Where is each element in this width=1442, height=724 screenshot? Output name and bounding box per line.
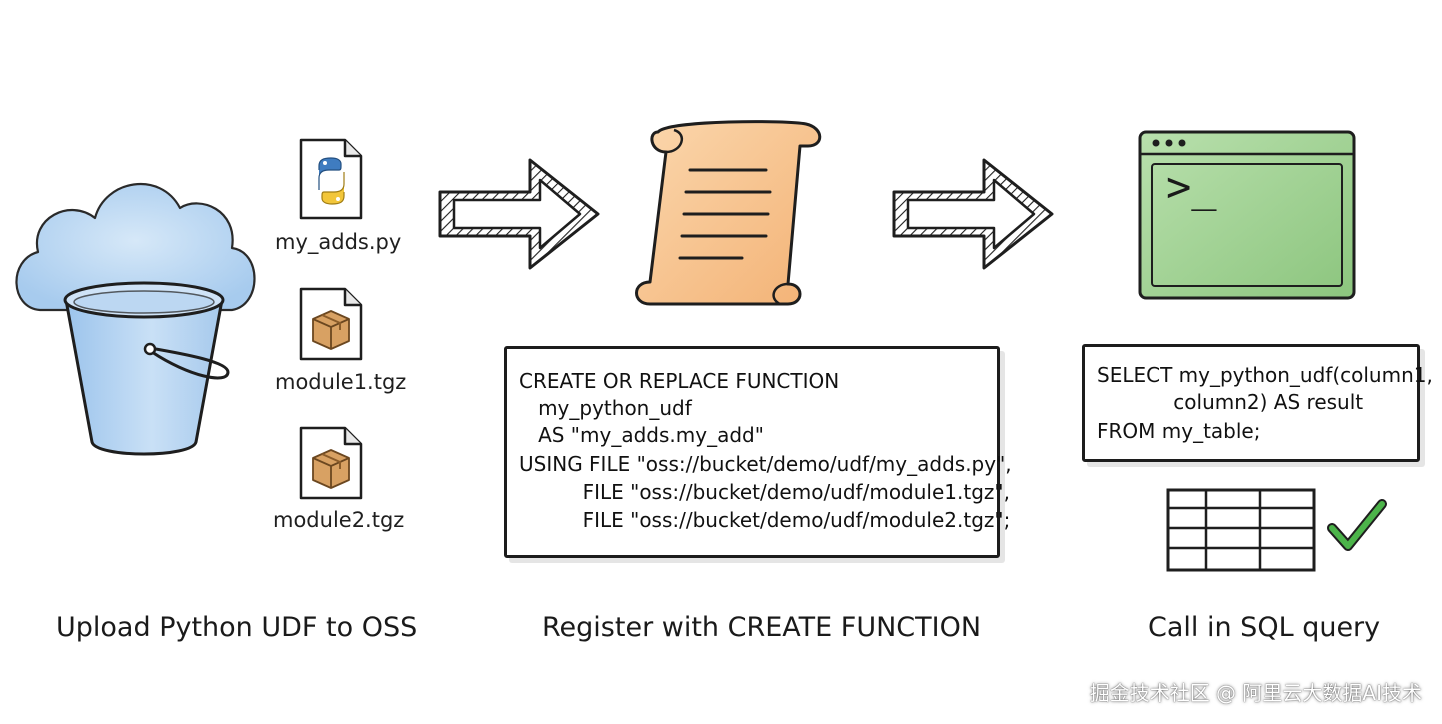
code-line: SELECT my_python_udf(column1, [1097, 363, 1433, 387]
watermark: 掘金技术社区 @ 阿里云大数据AI技术 [1089, 681, 1422, 705]
arrow-right-icon [438, 158, 600, 270]
cloud-icon [15, 182, 256, 312]
checkmark-icon [1327, 499, 1387, 551]
scroll-document-icon [635, 120, 822, 306]
file-label-module2: module2.tgz [273, 508, 405, 532]
cloud-bucket-illustration [15, 182, 256, 456]
code-line: CREATE OR REPLACE FUNCTION [519, 369, 840, 393]
code-line: FILE "oss://bucket/demo/udf/module2.tgz"… [519, 508, 1011, 532]
code-line: FROM my_table; [1097, 419, 1261, 443]
file-label-my-adds: my_adds.py [275, 230, 402, 254]
package-file-icon [299, 287, 363, 361]
sql-query-code-box: SELECT my_python_udf(column1, column2) A… [1082, 344, 1433, 462]
caption-upload: Upload Python UDF to OSS [56, 612, 418, 643]
result-table-icon [1166, 488, 1316, 572]
code-line: FILE "oss://bucket/demo/udf/module1.tgz"… [519, 480, 1010, 504]
create-function-code-box: CREATE OR REPLACE FUNCTION my_python_udf… [504, 346, 1012, 558]
terminal-prompt: >_ [1166, 162, 1217, 211]
code-line: my_python_udf [519, 396, 692, 420]
caption-call: Call in SQL query [1148, 612, 1381, 643]
terminal-window-icon [1138, 130, 1356, 300]
caption-register: Register with CREATE FUNCTION [542, 612, 982, 643]
code-line: column2) AS result [1097, 390, 1364, 414]
bucket-icon [63, 281, 230, 456]
package-file-icon [299, 426, 363, 500]
code-line: AS "my_adds.my_add" [519, 423, 764, 447]
python-file-icon [299, 138, 363, 220]
code-line: USING FILE "oss://bucket/demo/udf/my_add… [519, 452, 1012, 476]
arrow-right-icon [892, 158, 1054, 270]
file-label-module1: module1.tgz [275, 370, 407, 394]
